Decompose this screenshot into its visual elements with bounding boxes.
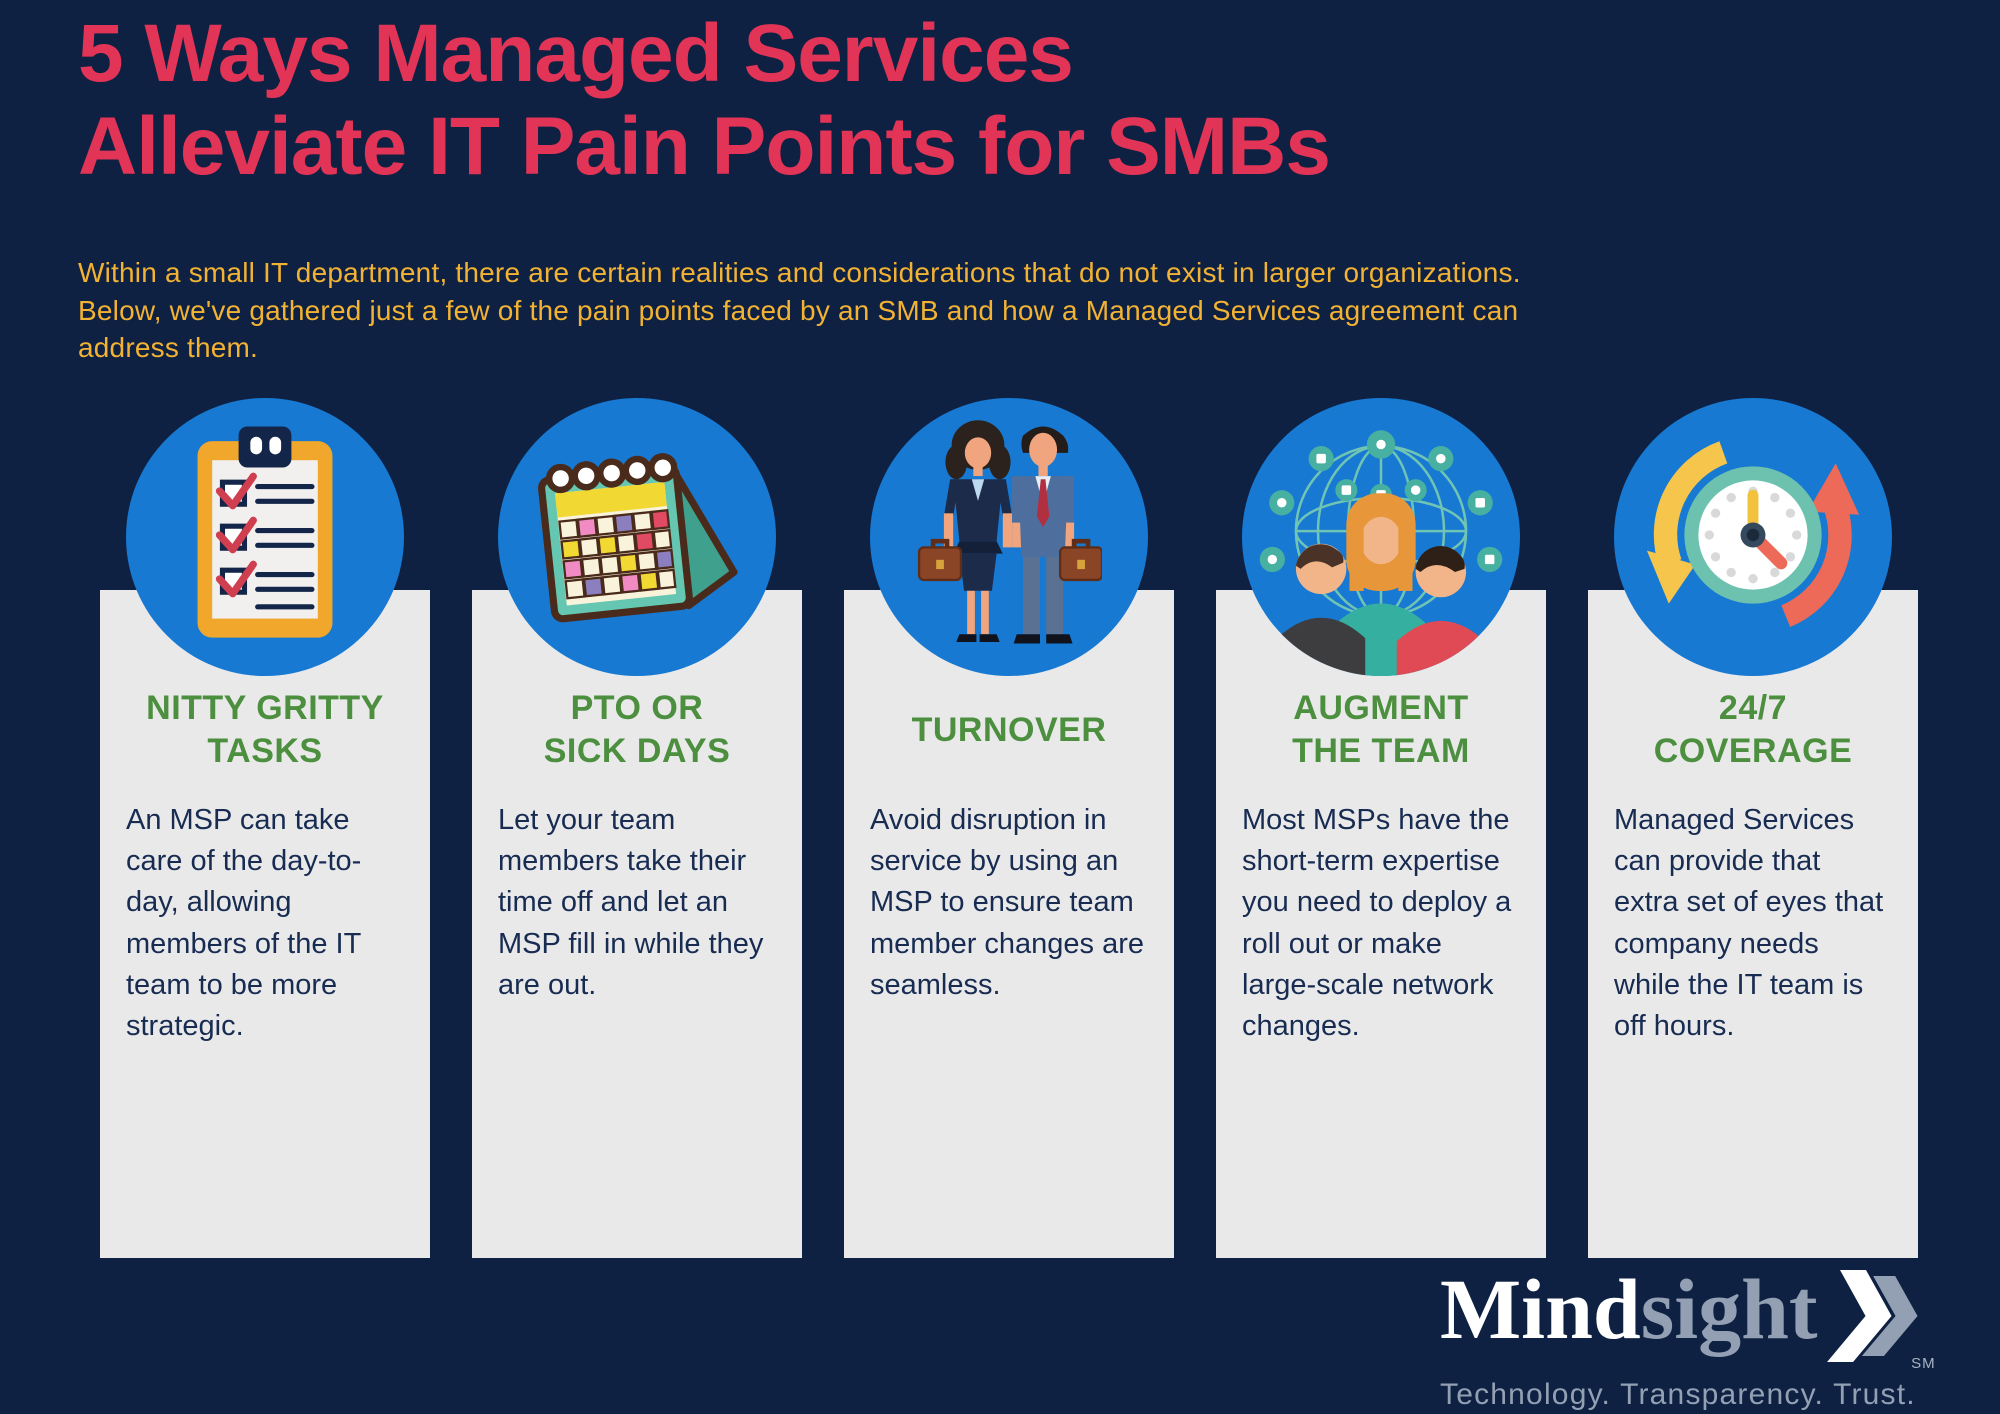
logo-sm-mark: SM (1911, 1355, 1936, 1372)
pain-point-body: Let your team members take their time of… (498, 804, 764, 1001)
page-title-line2: Alleviate IT Pain Points for SMBs (78, 100, 1331, 192)
pain-point-body: Most MSPs have the short-term expertise … (1242, 804, 1512, 1042)
page-subtitle: Within a small IT department, there are … (78, 257, 1521, 364)
double-chevron-arrow-icon: SM (1826, 1270, 1935, 1372)
pain-point-heading: PTO OR SICK DAYS (543, 689, 731, 770)
icon-circle (1614, 398, 1892, 676)
page-title: 5 Ways Managed Services Alleviate IT Pai… (78, 8, 1331, 193)
mindsight-logo-row: Mindsight SM (1440, 1266, 1935, 1372)
logo-tagline: Technology. Transparency. Trust. (1440, 1378, 1916, 1411)
icon-circle (1242, 398, 1520, 676)
pain-point-body: Managed Services can provide that extra … (1614, 804, 1884, 1042)
team-network-globe-icon (1255, 424, 1507, 676)
logo-text-mind: Mind (1440, 1261, 1641, 1357)
clock-refresh-icon (1636, 418, 1870, 657)
pain-point-column: TURNOVER Avoid disruption in service by … (844, 398, 1174, 1258)
pain-point-heading: 24/7 COVERAGE (1653, 689, 1853, 770)
mindsight-wordmark: Mindsight (1440, 1266, 1818, 1352)
pain-point-card: NITTY GRITTY TASKS An MSP can take care … (100, 590, 430, 1258)
pain-point-card: PTO OR SICK DAYS Let your team members t… (472, 590, 802, 1258)
pain-point-column: PTO OR SICK DAYS Let your team members t… (472, 398, 802, 1258)
clipboard-checklist-icon (177, 420, 353, 655)
pain-point-body: An MSP can take care of the day-to-day, … (126, 804, 362, 1042)
page-title-line1: 5 Ways Managed Services (78, 8, 1074, 99)
pain-point-columns: NITTY GRITTY TASKS An MSP can take care … (100, 398, 1918, 1258)
pain-point-heading: NITTY GRITTY TASKS (146, 689, 384, 770)
pain-point-card: TURNOVER Avoid disruption in service by … (844, 590, 1174, 1258)
icon-circle (870, 398, 1148, 676)
pain-point-column: AUGMENT THE TEAM Most MSPs have the shor… (1216, 398, 1546, 1258)
pain-point-column: NITTY GRITTY TASKS An MSP can take care … (100, 398, 430, 1258)
icon-circle (126, 398, 404, 676)
pain-point-card: AUGMENT THE TEAM Most MSPs have the shor… (1216, 590, 1546, 1258)
pain-point-card: 24/7 COVERAGE Managed Services can provi… (1588, 590, 1918, 1258)
pain-point-body: Avoid disruption in service by using an … (870, 804, 1145, 1001)
pain-point-heading: TURNOVER (911, 710, 1107, 749)
calendar-icon (530, 442, 744, 633)
logo-text-sight: sight (1640, 1261, 1818, 1357)
mindsight-logo: Mindsight SM Technology. Transparency. T… (1440, 1266, 1935, 1412)
icon-circle (498, 398, 776, 676)
business-people-icon (916, 411, 1104, 664)
pain-point-heading: AUGMENT THE TEAM (1292, 689, 1470, 770)
pain-point-column: 24/7 COVERAGE Managed Services can provi… (1588, 398, 1918, 1258)
